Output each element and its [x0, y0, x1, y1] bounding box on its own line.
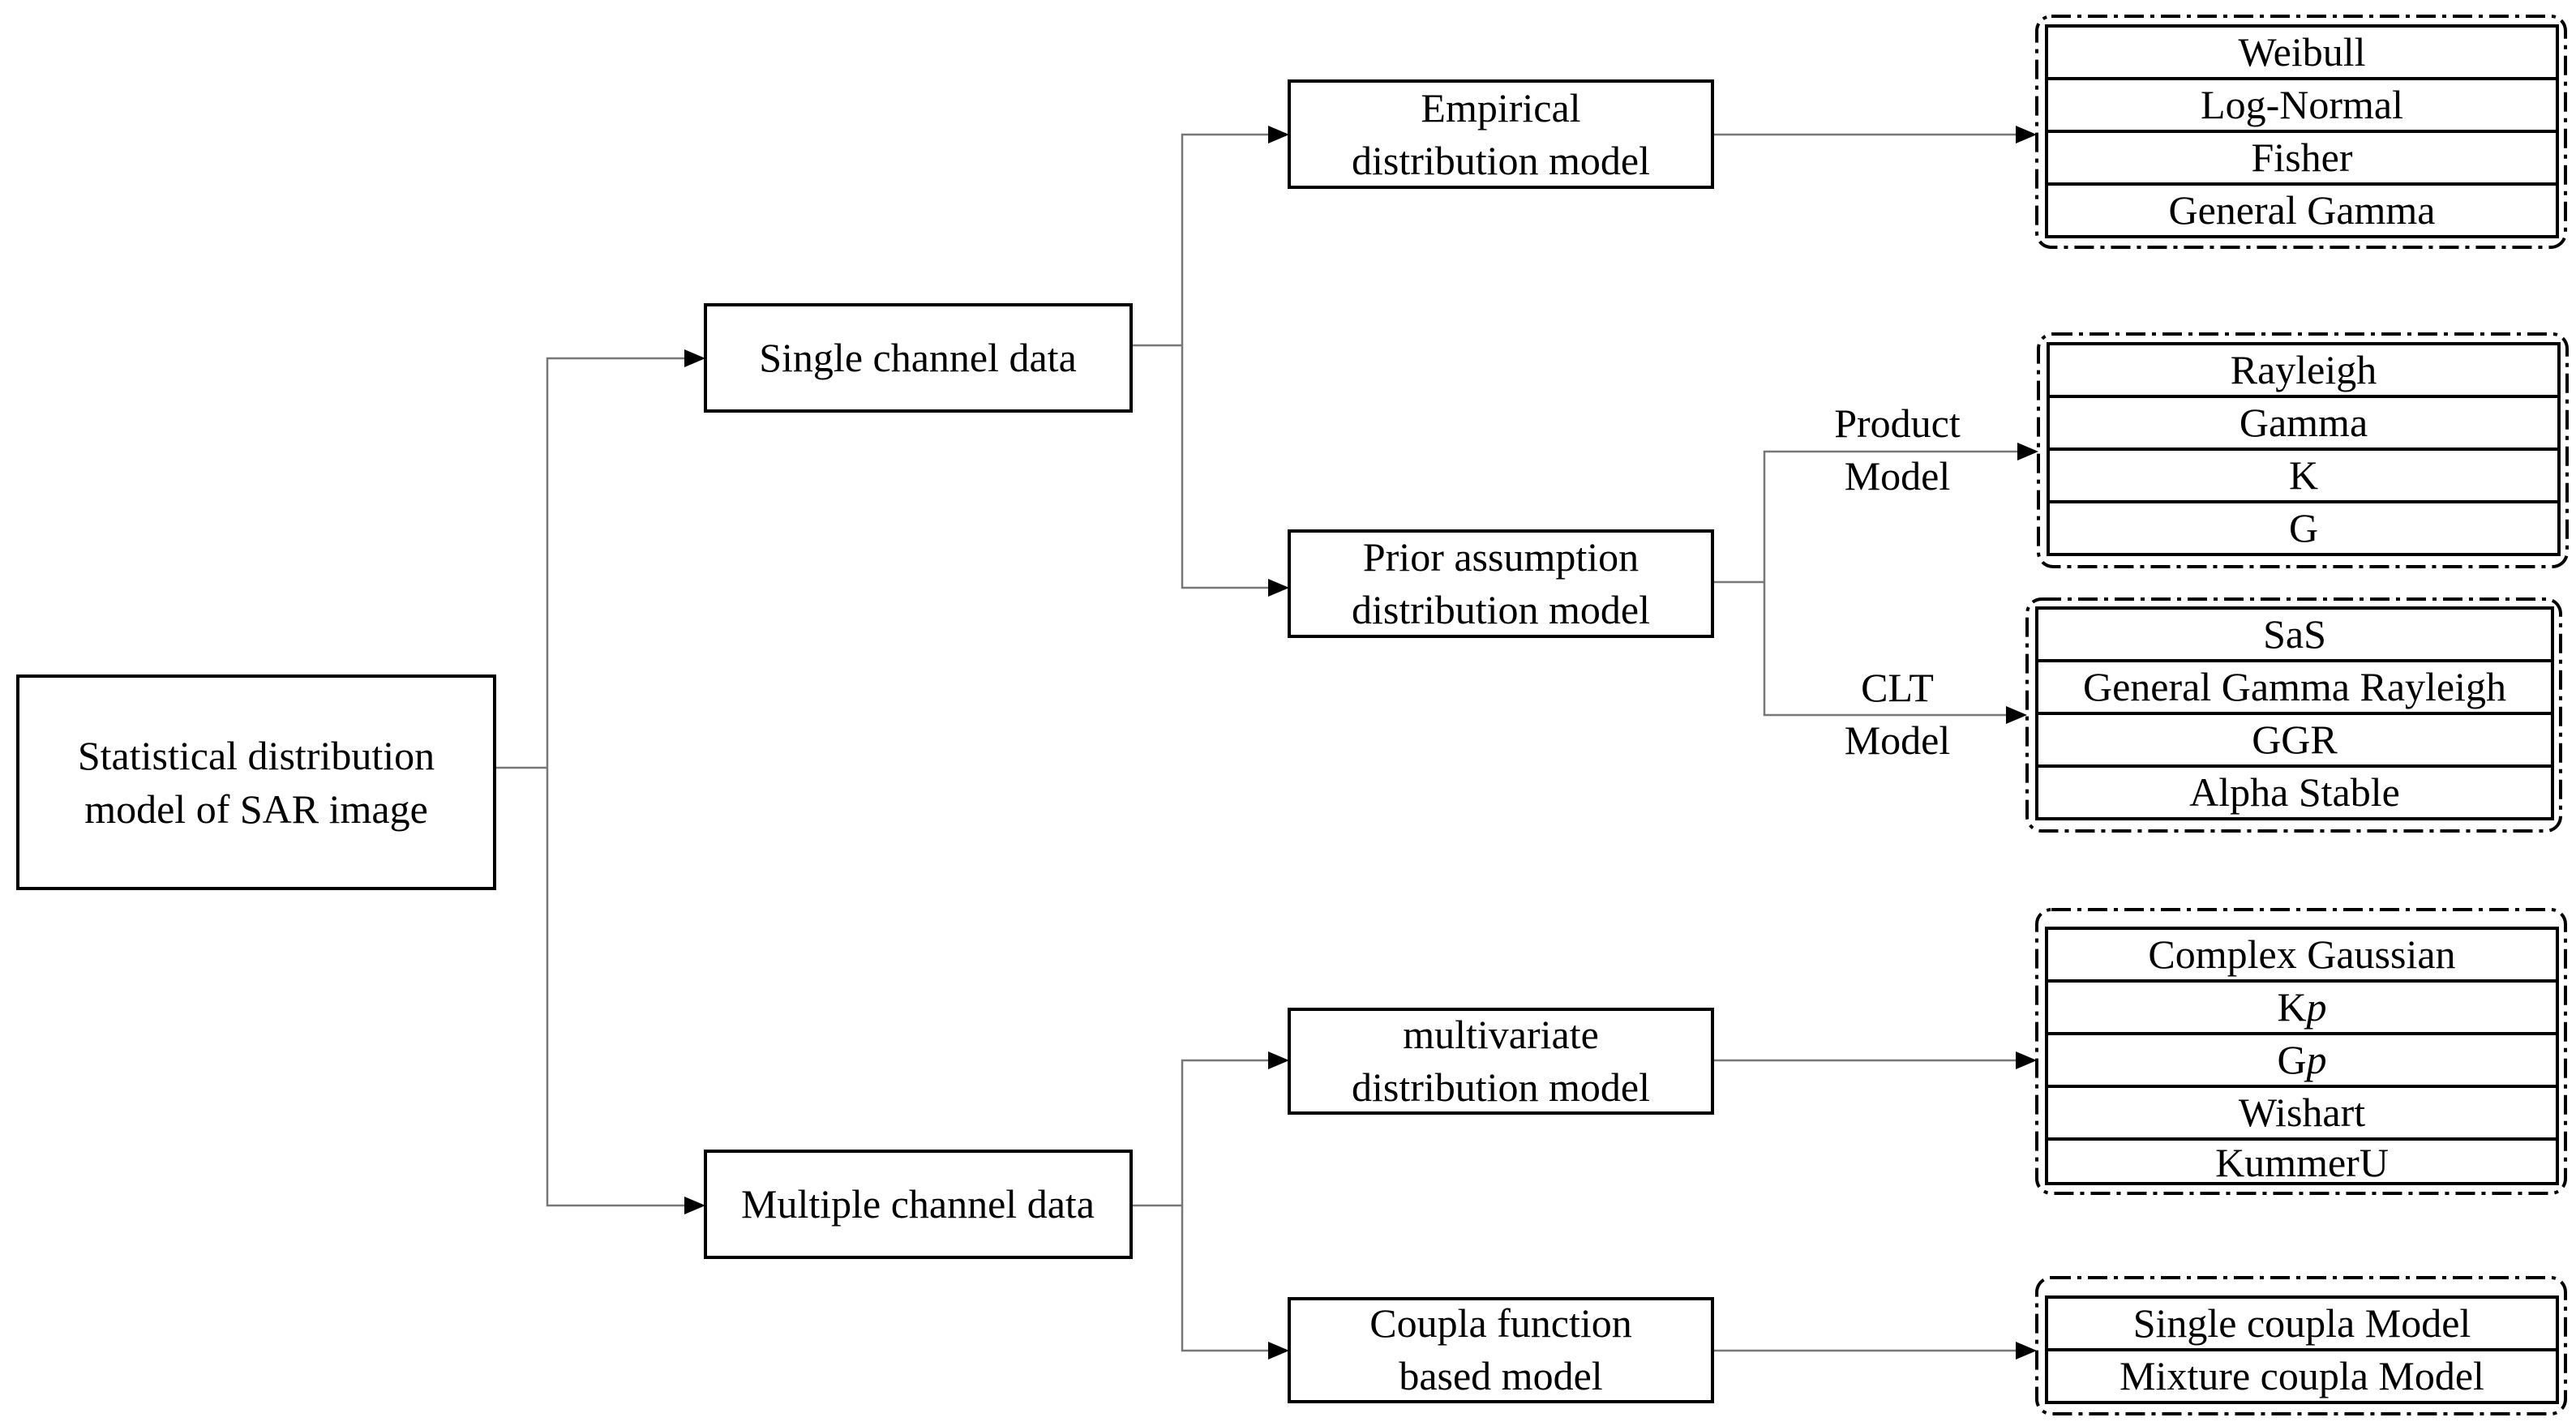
- connector-single-to-prior: [1181, 345, 1271, 589]
- root-label-line-1: Statistical distribution: [78, 733, 435, 778]
- multiple-channel-node: Multiple channel data: [704, 1150, 1133, 1259]
- multivariate-model-node: multivariate distribution model: [1288, 1008, 1714, 1115]
- single-channel-node: Single channel data: [704, 303, 1133, 413]
- list-item: Wishart: [2239, 1090, 2365, 1135]
- prior-model-node: Prior assumption distribution model: [1288, 529, 1714, 638]
- arrowhead-prior: [1268, 579, 1289, 597]
- list-item: Weibull: [2238, 29, 2365, 75]
- multivariate-label-line-1: multivariate: [1403, 1012, 1599, 1057]
- empirical-distribution-list: Weibull Log-Normal Fisher General Gamma: [2035, 15, 2567, 249]
- list-item: GGR: [2252, 717, 2338, 762]
- list-item: Rayleigh: [2231, 347, 2377, 392]
- coupla-label-line-2: based model: [1399, 1353, 1602, 1398]
- list-item: K: [2289, 452, 2318, 498]
- arrowhead-empirical: [1268, 126, 1289, 143]
- list-item: Alpha Stable: [2189, 769, 2400, 815]
- connector-root-to-single: [546, 357, 688, 768]
- arrowhead-multiple: [684, 1197, 705, 1214]
- product-model-label-line-1: Product: [1834, 400, 1961, 446]
- arrowhead-empirical-group: [2016, 126, 2037, 143]
- multivariate-label-line-2: distribution model: [1352, 1064, 1650, 1110]
- arrowhead-multivariate: [1268, 1051, 1289, 1069]
- list-item: SaS: [2263, 611, 2326, 657]
- coupla-model-node: Coupla function based model: [1288, 1297, 1714, 1403]
- arrowhead-clt: [2006, 706, 2027, 724]
- list-item: Gamma: [2240, 400, 2368, 445]
- empirical-model-node: Empirical distribution model: [1288, 79, 1714, 189]
- connector-multiple-to-multivariate: [1181, 1059, 1271, 1205]
- clt-model-label-line-1: CLT: [1861, 665, 1934, 710]
- arrowhead-single: [684, 349, 705, 367]
- list-item: General Gamma Rayleigh: [2083, 664, 2506, 709]
- product-model-list: Rayleigh Gamma K G: [2037, 332, 2569, 568]
- list-item: G: [2289, 505, 2318, 550]
- list-item: Complex Gaussian: [2148, 931, 2455, 977]
- connector-prior-to-product: [1763, 450, 2021, 582]
- connector-prior-to-clt: [1763, 582, 2009, 717]
- list-item: Gp: [2277, 1037, 2326, 1082]
- list-item: Fisher: [2252, 135, 2353, 180]
- empirical-label-line-2: distribution model: [1352, 138, 1650, 183]
- single-channel-label: Single channel data: [759, 335, 1077, 380]
- list-item: KummerU: [2215, 1140, 2389, 1185]
- list-item: Mixture coupla Model: [2120, 1353, 2484, 1398]
- arrowhead-product: [2017, 443, 2038, 460]
- prior-label-line-2: distribution model: [1352, 587, 1650, 632]
- multiple-channel-label: Multiple channel data: [741, 1181, 1095, 1227]
- arrowhead-coupla-group: [2016, 1342, 2037, 1360]
- product-model-label-line-2: Model: [1845, 453, 1951, 499]
- root-label-line-2: model of SAR image: [84, 786, 428, 832]
- clt-model-list: SaS General Gamma Rayleigh GGR Alpha Sta…: [2025, 597, 2562, 833]
- arrowhead-coupla: [1268, 1342, 1289, 1360]
- coupla-model-list: Single coupla Model Mixture coupla Model: [2035, 1276, 2567, 1415]
- multivariate-distribution-list: Complex Gaussian Kp Gp Wishart KummerU: [2035, 908, 2567, 1195]
- connector-root-to-multiple: [546, 768, 688, 1207]
- arrowhead-multivariate-group: [2016, 1051, 2037, 1069]
- prior-label-line-1: Prior assumption: [1363, 534, 1639, 580]
- root-node: Statistical distribution model of SAR im…: [16, 674, 496, 890]
- list-item: General Gamma: [2168, 187, 2435, 233]
- coupla-label-line-1: Coupla function: [1369, 1300, 1632, 1346]
- clt-model-label-line-2: Model: [1845, 717, 1951, 763]
- connector-single-to-empirical: [1181, 133, 1271, 345]
- connector-multiple-to-coupla: [1181, 1205, 1271, 1352]
- connectors: [495, 126, 2038, 1360]
- empirical-label-line-1: Empirical: [1421, 85, 1580, 131]
- list-item: Single coupla Model: [2133, 1300, 2471, 1346]
- list-item: Kp: [2277, 984, 2326, 1030]
- list-item: Log-Normal: [2201, 82, 2403, 127]
